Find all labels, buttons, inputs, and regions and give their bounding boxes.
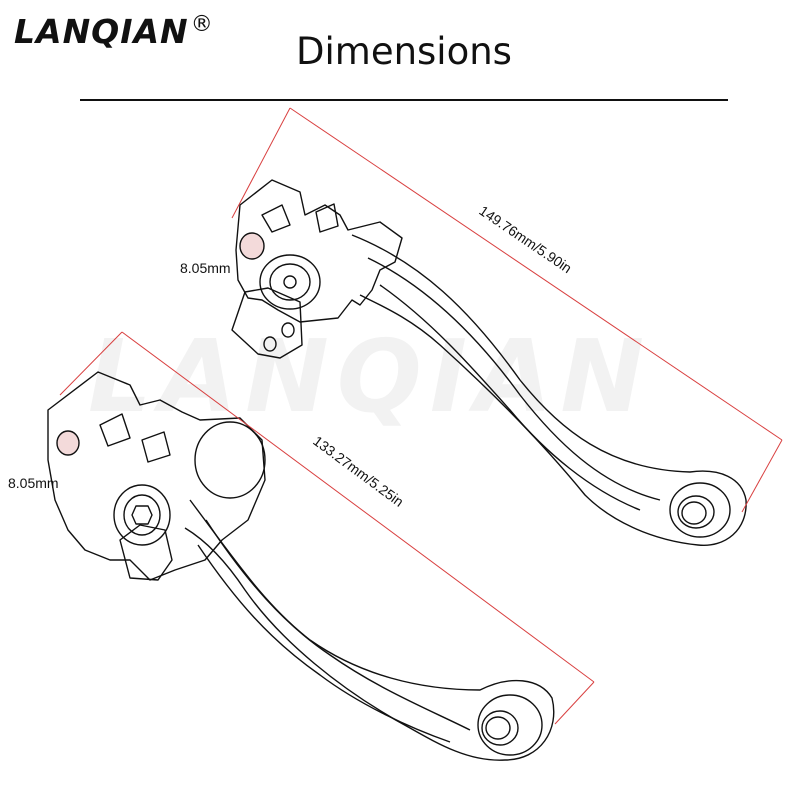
upper-lever [231, 179, 747, 546]
upper-length-line [289, 107, 783, 441]
upper-hole [239, 232, 265, 260]
lower-hole-label: 8.05mm [8, 475, 59, 491]
upper-length-label: 149.76mm/5.90in [476, 202, 574, 276]
page-title: Dimensions [296, 30, 512, 73]
lower-lever [47, 371, 555, 761]
brand-logo: LANQIAN® [14, 12, 214, 51]
registered-mark: ® [190, 12, 214, 37]
lower-length-label: 133.27mm/5.25in [310, 433, 406, 510]
header-divider [80, 99, 728, 101]
brand-name: LANQIAN [14, 12, 189, 51]
upper-hole-label: 8.05mm [180, 260, 231, 276]
watermark: LANQIAN [88, 318, 653, 435]
lower-hole [56, 430, 80, 456]
lower-length-line [121, 331, 595, 683]
